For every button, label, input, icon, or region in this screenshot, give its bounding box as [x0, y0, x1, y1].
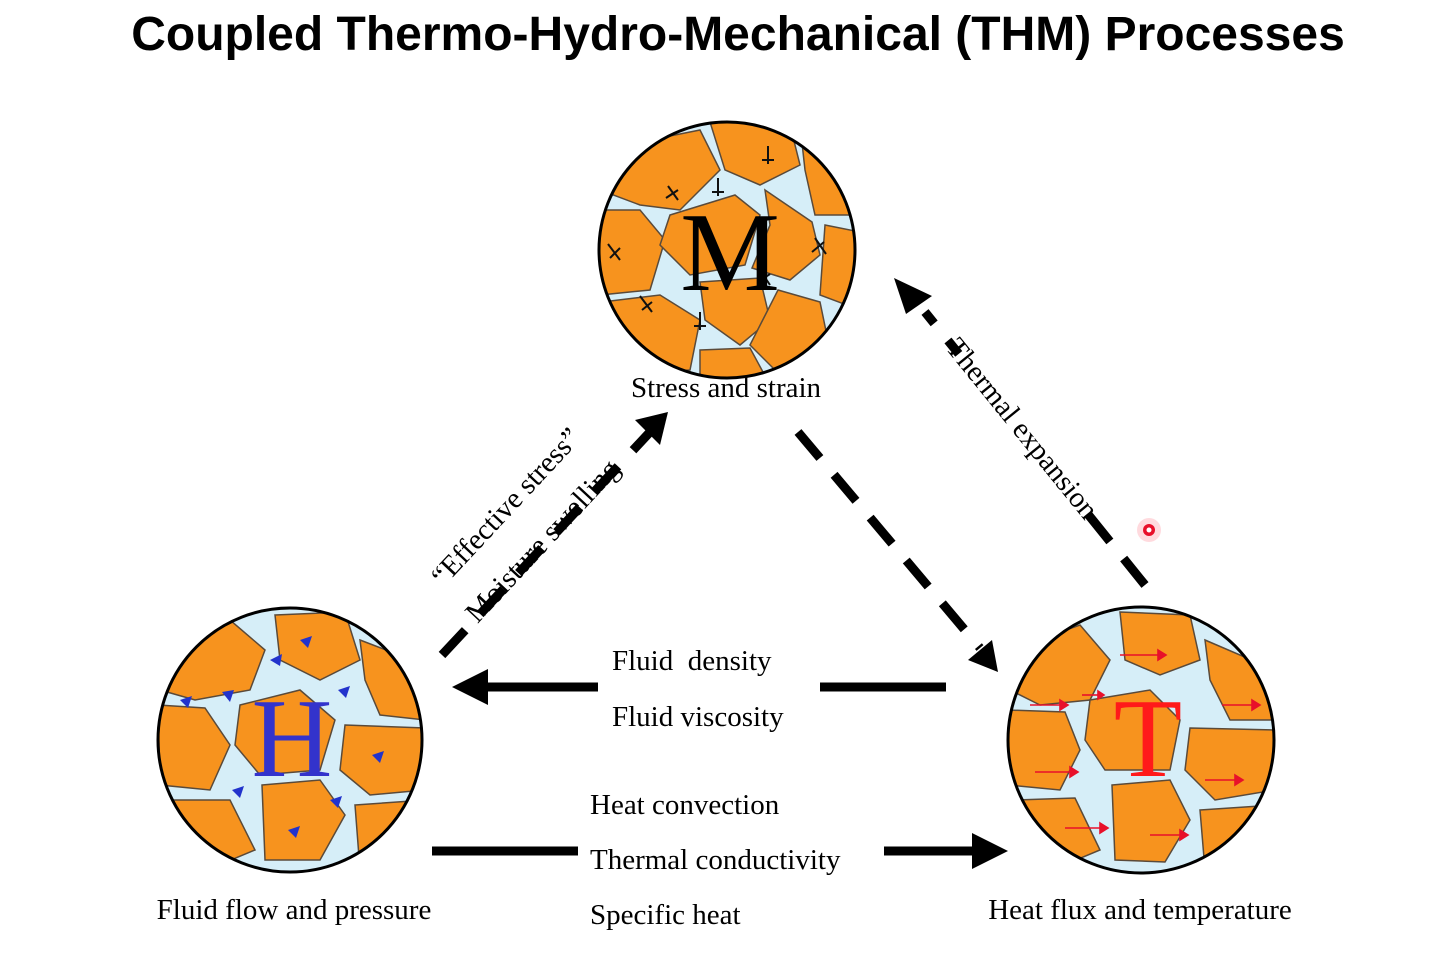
label-background: [947, 341, 1097, 516]
label-thermal-conductivity: Thermal conductivity: [590, 844, 841, 876]
arrow-m-to-t-head: [968, 640, 998, 672]
node-m-letter: M: [680, 191, 780, 315]
label-specific-heat: Specific heat: [590, 899, 741, 931]
label-h-to-m: “Effective stress” Moisture swelling: [425, 422, 626, 629]
arrow-t-to-m-head: [894, 278, 932, 314]
node-m-outline: [597, 120, 857, 380]
node-m-grains: [599, 122, 855, 378]
arrow-m-to-t-line: [794, 429, 984, 651]
node-t: T Heat flux and temperature: [988, 605, 1292, 926]
arrow-t-to-h: [452, 669, 946, 705]
arrow-h-to-t-head: [972, 833, 1008, 869]
node-m-caption: Stress and strain: [631, 372, 822, 404]
arrow-h-to-m: [438, 412, 668, 659]
arrow-h-to-m-line: [438, 428, 654, 659]
label-fluid-density: Fluid density: [612, 645, 772, 677]
arrow-t-to-h-head: [452, 669, 488, 705]
node-h-caption: Fluid flow and pressure: [157, 894, 432, 926]
arrow-h-to-t: [432, 833, 1008, 869]
node-t-letter: T: [1114, 677, 1182, 801]
node-t-caption: Heat flux and temperature: [988, 894, 1292, 926]
arrow-m-to-t: [794, 429, 998, 672]
laser-pointer-icon: [1137, 518, 1161, 542]
heat-arrow-icons: [1030, 648, 1262, 842]
node-t-outline: [1006, 605, 1276, 875]
label-fluid-viscosity: Fluid viscosity: [612, 701, 784, 733]
flow-arrow-icons: [180, 636, 384, 838]
diagram-title: Coupled Thermo-Hydro-Mechanical (THM) Pr…: [131, 8, 1345, 61]
node-m: M Stress and strain: [597, 120, 857, 404]
node-h-letter: H: [252, 677, 333, 801]
arrow-h-to-m-head: [635, 412, 668, 445]
force-arrow-icons: [607, 146, 827, 330]
node-h-outline: [156, 606, 424, 874]
label-heat-convection: Heat convection: [590, 789, 780, 821]
node-h: H Fluid flow and pressure: [156, 606, 432, 926]
